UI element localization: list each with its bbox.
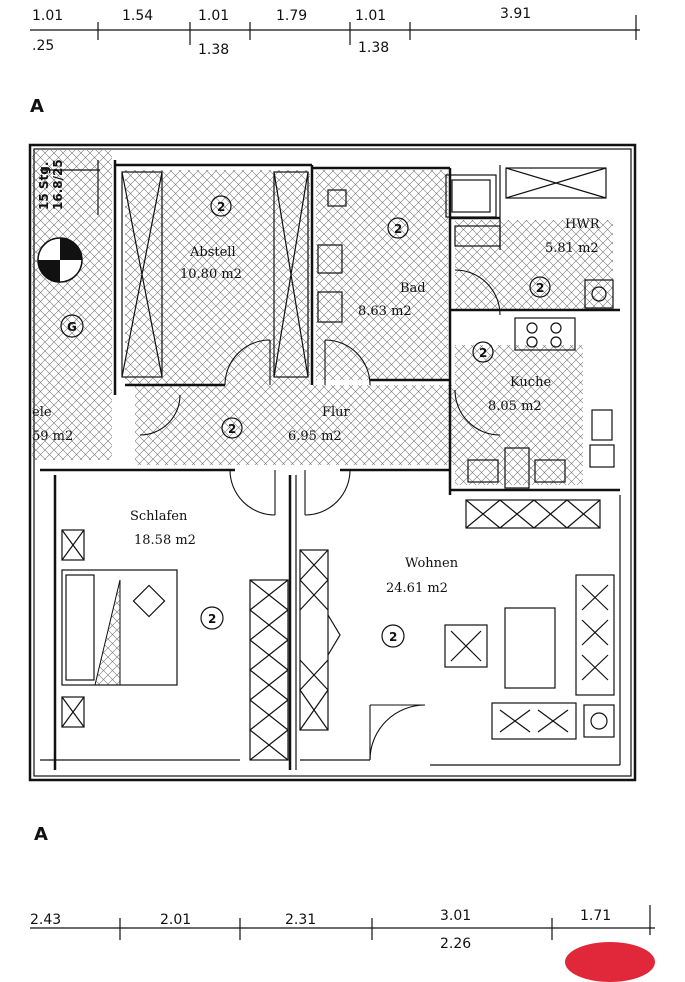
floor-mark-kuche: 2	[479, 346, 487, 360]
floor-mark-flur: 2	[228, 422, 236, 436]
top-dimension-line: 1.01 1.54 1.01 1.79 1.01 3.91 .25 1.38 1…	[30, 6, 640, 58]
dim-bottom-2: 2.01	[160, 912, 191, 928]
bedroom-furniture	[61, 529, 289, 761]
red-badge	[565, 942, 655, 982]
abstell-shelves	[121, 171, 309, 378]
room-area-diele: 59 m2	[32, 429, 73, 444]
room-name-diele: ele	[32, 405, 52, 420]
floor-plan: 1.01 1.54 1.01 1.79 1.01 3.91 .25 1.38 1…	[28, 6, 655, 952]
room-name-schlafen: Schlafen	[130, 509, 188, 524]
floor-mark-bad: 2	[394, 222, 402, 236]
room-name-flur: Flur	[322, 405, 351, 420]
room-name-wohnen: Wohnen	[405, 556, 459, 571]
dim-top-6: 3.91	[500, 6, 531, 22]
dim-top-lower-1: .25	[32, 38, 54, 54]
bottom-dimension-line: 2.43 2.01 2.31 3.01 1.71 2.26	[30, 905, 655, 952]
bathroom-fixtures	[317, 189, 347, 323]
room-area-schlafen: 18.58 m2	[134, 533, 196, 548]
floor-mark-diele: G	[67, 320, 77, 334]
floor-mark-abstell: 2	[217, 200, 225, 214]
room-labels: Abstell 10.80 m2 Bad 8.63 m2 HWR 5.81 m2…	[32, 217, 601, 596]
living-furniture	[299, 499, 615, 740]
door-swings	[139, 269, 501, 761]
room-area-wohnen: 24.61 m2	[386, 581, 448, 596]
floor-mark-schlafen: 2	[208, 612, 216, 626]
section-mark-bottom: A	[34, 824, 48, 845]
floor-mark-wohnen: 2	[389, 630, 397, 644]
room-area-hwr: 5.81 m2	[545, 241, 599, 256]
room-area-abstell: 10.80 m2	[180, 267, 242, 282]
dim-bottom-5: 1.71	[580, 908, 611, 924]
stair-steps-text: 15 Stg.	[37, 162, 51, 210]
dim-bottom-lower-1: 2.26	[440, 936, 471, 952]
room-area-bad: 8.63 m2	[358, 304, 412, 319]
room-area-flur: 6.95 m2	[288, 429, 342, 444]
dim-bottom-4: 3.01	[440, 908, 471, 924]
dim-bottom-3: 2.31	[285, 912, 316, 928]
walls	[28, 143, 637, 782]
dim-top-1: 1.01	[32, 8, 63, 24]
dim-top-lower-2: 1.38	[198, 42, 229, 58]
dim-bottom-1: 2.43	[30, 912, 61, 928]
dim-top-4: 1.79	[276, 8, 307, 24]
stair-ratio-text: 16.8/25	[51, 159, 65, 210]
room-area-kuche: 8.05 m2	[488, 399, 542, 414]
dim-top-3: 1.01	[198, 8, 229, 24]
dim-top-lower-3: 1.38	[358, 40, 389, 56]
dim-top-2: 1.54	[122, 8, 153, 24]
hwr-kitchen-fixtures	[445, 167, 615, 489]
room-name-abstell: Abstell	[189, 245, 236, 260]
room-name-hwr: HWR	[565, 217, 601, 232]
stair: 15 Stg. 16.8/25	[37, 159, 100, 283]
floor-mark-hwr: 2	[536, 281, 544, 295]
room-name-kuche: Kuche	[510, 375, 551, 390]
room-name-bad: Bad	[400, 281, 426, 296]
floor-marks: 2 2 2 2 2 2 2 G	[60, 195, 551, 648]
dim-top-5: 1.01	[355, 8, 386, 24]
section-mark-top: A	[30, 96, 44, 117]
